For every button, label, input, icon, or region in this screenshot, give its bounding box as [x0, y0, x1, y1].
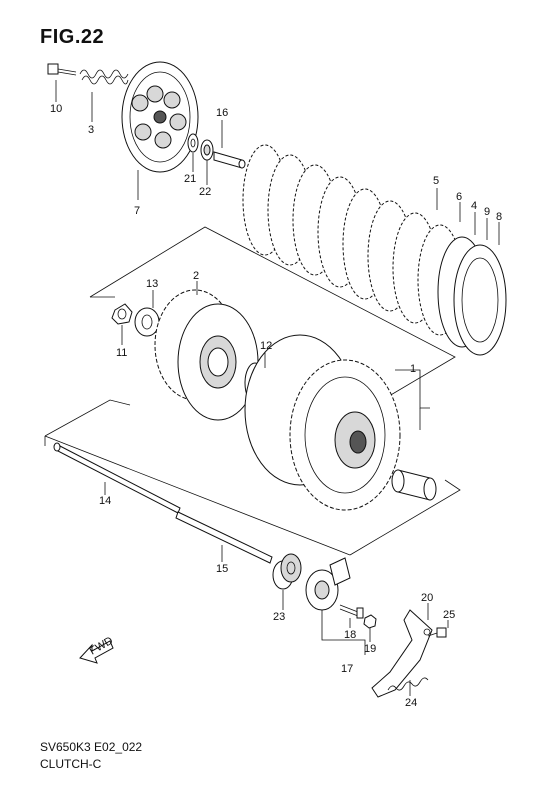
- callout-9: 9: [484, 206, 490, 218]
- callout-19: 19: [364, 643, 376, 655]
- part-21-washer: [187, 133, 199, 153]
- fwd-arrow-icon: FWD: [79, 635, 115, 664]
- part-23-bearing: [272, 553, 302, 590]
- part-20-bracket: [371, 609, 433, 698]
- part-17-release-cam: [305, 557, 351, 611]
- callout-1: 1: [410, 363, 416, 375]
- callout-5: 5: [433, 175, 439, 187]
- part-1-clutch-housing: [244, 334, 401, 511]
- model-code: SV650K3 E02_022: [40, 740, 143, 754]
- callout-4: 4: [471, 200, 477, 212]
- part-15-push-rod: [175, 511, 273, 564]
- part-14-push-rod: [53, 442, 181, 514]
- callout-2: 2: [193, 270, 199, 282]
- callout-22: 22: [199, 186, 211, 198]
- callout-13: 13: [146, 278, 158, 290]
- clutch-plate-stack: [242, 144, 507, 356]
- callout-12: 12: [260, 340, 272, 352]
- callout-20: 20: [421, 592, 433, 604]
- part-18-screw: [339, 604, 364, 619]
- callout-18: 18: [344, 629, 356, 641]
- part-19-nut: [363, 614, 377, 629]
- callout-7: 7: [134, 205, 140, 217]
- callout-10: 10: [50, 103, 62, 115]
- callout-labels: 1 2 3 4 5 6 7 8 9 10 11 12 13 14 15 16 1…: [50, 103, 502, 709]
- part-16-pushrod-piece: [213, 151, 246, 169]
- part-24-spring: [387, 677, 429, 691]
- part-11-nut: [111, 303, 133, 325]
- figure-title: FIG.22: [40, 26, 105, 48]
- section-name: CLUTCH-C: [40, 757, 102, 771]
- callout-8: 8: [496, 211, 502, 223]
- part-2-clutch-hub: [154, 289, 259, 421]
- callout-6: 6: [456, 191, 462, 203]
- callout-14: 14: [99, 495, 111, 507]
- callout-23: 23: [273, 611, 285, 623]
- leader-lines: [55, 80, 500, 696]
- callout-3: 3: [88, 124, 94, 136]
- callout-11: 11: [116, 347, 127, 359]
- part-22-bearing: [200, 139, 214, 161]
- callout-25: 25: [443, 609, 455, 621]
- part-13-lock-washer: [134, 307, 160, 337]
- callout-24: 24: [405, 697, 417, 709]
- part-25-bolt: [427, 627, 447, 638]
- callout-17: 17: [341, 663, 353, 675]
- part-10-bolt: [47, 63, 77, 76]
- callout-21: 21: [184, 173, 196, 185]
- housing-bushing: [391, 469, 437, 501]
- callout-15: 15: [216, 563, 228, 575]
- group-frame-lines: [44, 226, 461, 556]
- part-7-pressure-plate: [121, 61, 199, 173]
- callout-16: 16: [216, 107, 228, 119]
- part-3-spring: [79, 69, 129, 85]
